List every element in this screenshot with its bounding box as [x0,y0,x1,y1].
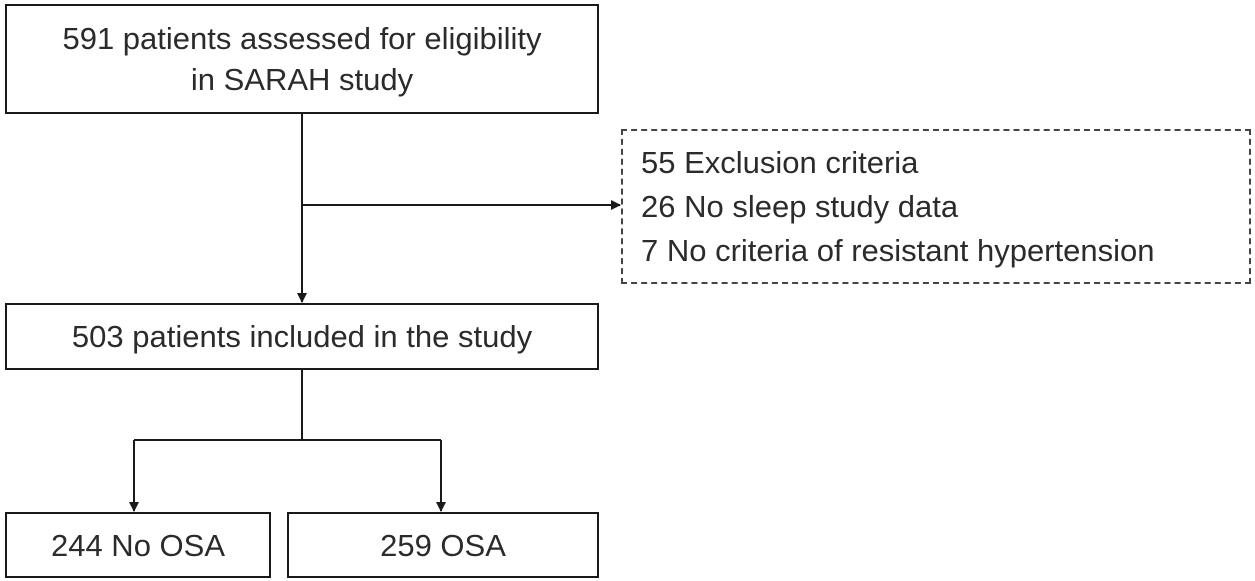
assessed-box: 591 patients assessed for eligibility in… [5,4,599,114]
excluded-line-2: 26 No sleep study data [641,188,959,224]
no-osa-label: 244 No OSA [50,527,226,563]
excluded-line-1: 55 Exclusion criteria [641,144,919,180]
osa-box: 259 OSA [287,512,599,578]
osa-label: 259 OSA [380,527,506,563]
excluded-line-3: 7 No criteria of resistant hypertension [641,232,1155,268]
excluded-box: 55 Exclusion criteria 26 No sleep study … [621,129,1251,284]
no-osa-box: 244 No OSA [5,512,271,578]
included-box: 503 patients included in the study [5,303,599,370]
assessed-line-1: 591 patients assessed for eligibility [62,21,542,56]
included-line-1: 503 patients included in the study [71,319,533,354]
assessed-line-2: in SARAH study [190,62,414,97]
